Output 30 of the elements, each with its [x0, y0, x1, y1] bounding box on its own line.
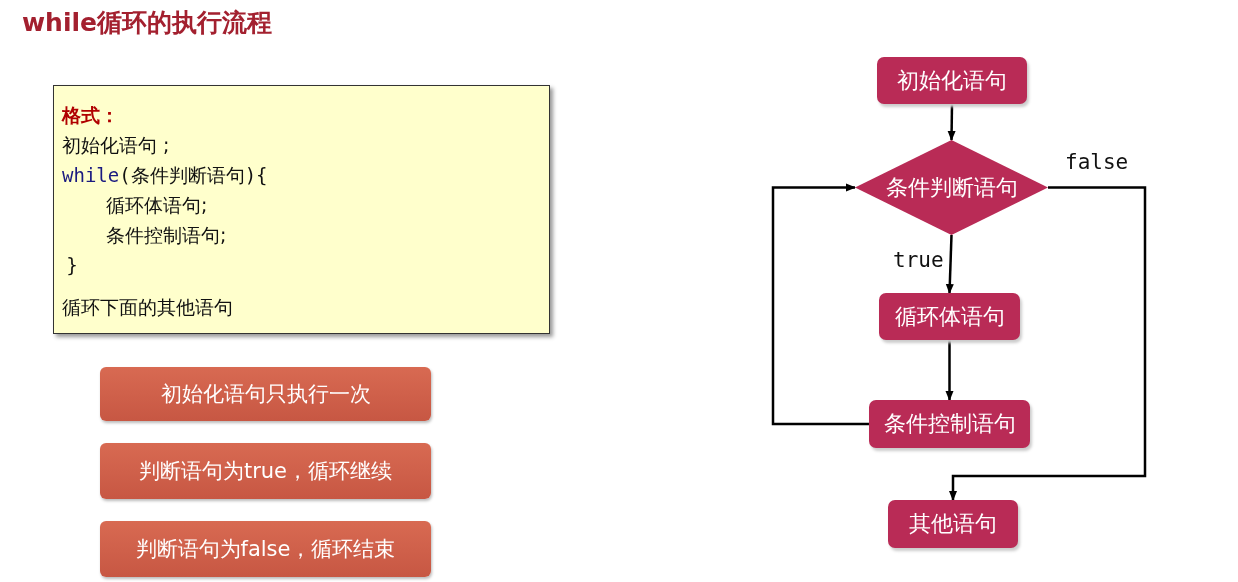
arrow [945, 340, 954, 401]
code-line: while(条件判断语句){ [62, 163, 268, 188]
arrow [947, 104, 956, 141]
process-box [869, 400, 1030, 448]
node-text: 判断语句为false，循环结束 [135, 536, 396, 563]
process-box [877, 57, 1027, 104]
page-title: while循环的执行流程 [22, 7, 272, 39]
code-line: 初始化语句 ; [62, 133, 170, 158]
process-box [888, 500, 1018, 548]
node-text: 初始化语句只执行一次 [160, 381, 371, 408]
note-box [100, 521, 431, 577]
code-line: 循环体语句; [105, 193, 208, 218]
decision-diamond [855, 140, 1048, 235]
node-text: 循环体语句 [894, 302, 1005, 331]
note-box [100, 443, 431, 499]
node-text: 初始化语句 [897, 66, 1007, 95]
node-text: 条件判断语句 [885, 173, 1018, 202]
arrow [945, 234, 954, 294]
node-text: 判断语句为true，循环继续 [138, 458, 393, 485]
process-box [879, 293, 1020, 340]
code-line: 条件控制语句; [105, 223, 227, 248]
node-text: 条件控制语句 [883, 410, 1016, 438]
arrow [771, 183, 869, 426]
note-box [100, 367, 431, 421]
arrow [949, 186, 1147, 501]
code-line: } [65, 253, 79, 278]
code-line: 循环下面的其他语句 [62, 295, 233, 320]
code-box [53, 85, 550, 334]
code-heading: 格式： [62, 103, 119, 128]
node-text: 其他语句 [909, 510, 997, 538]
